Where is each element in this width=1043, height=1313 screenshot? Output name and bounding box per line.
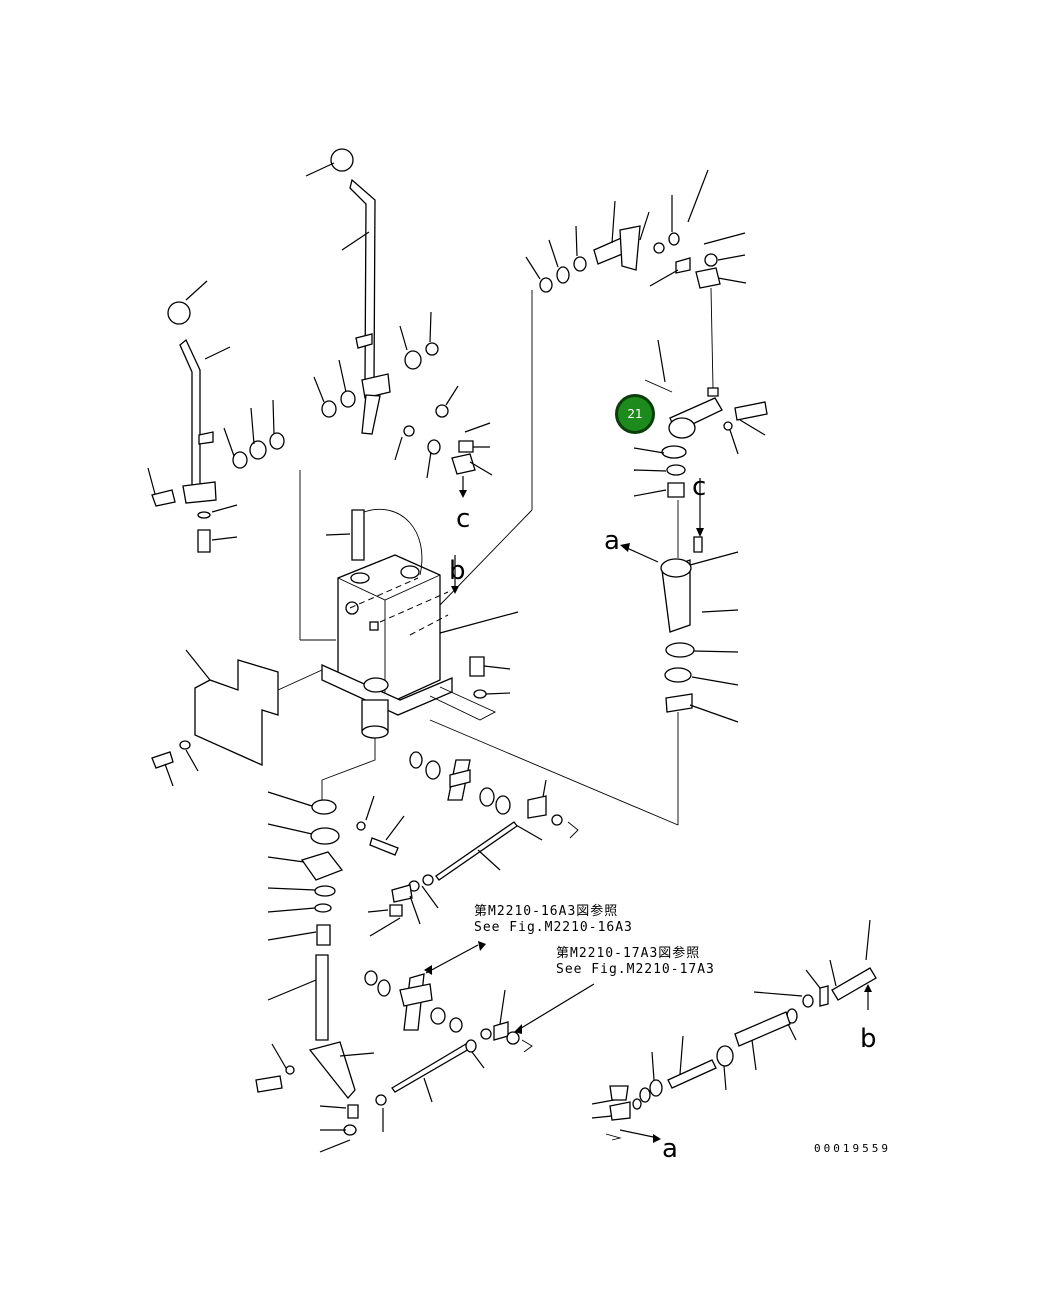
lower-right-cylinder — [591, 919, 877, 1143]
fig-reference-2-en: See Fig.M2210-17A3 — [556, 962, 715, 977]
arrow-label-b-box: b — [449, 556, 466, 586]
upper-right-shaft — [525, 169, 747, 389]
fig-reference-1-jp: 第M2210-16A3図参照 — [474, 904, 619, 919]
left-shift-lever — [147, 280, 285, 553]
middle-shift-lever — [305, 148, 493, 498]
arrow-label-a-lower: a — [662, 1134, 678, 1164]
callout-21[interactable]: 21 — [615, 394, 655, 434]
document-number: 00019559 — [814, 1142, 891, 1155]
fig-reference-2-jp: 第M2210-17A3図参照 — [556, 946, 701, 961]
fig-reference-1-en: See Fig.M2210-16A3 — [474, 920, 633, 935]
cover-plate — [151, 649, 323, 787]
control-bracket — [299, 290, 679, 826]
right-lever-assembly — [620, 339, 768, 825]
arrow-label-b-lower: b — [860, 1024, 877, 1054]
lower-left-shaft — [255, 738, 405, 1153]
middle-linkage — [367, 751, 579, 937]
arrow-label-a-upper: a — [604, 526, 620, 556]
lower-middle-linkage — [364, 941, 595, 1132]
arrow-label-c-right: c — [692, 472, 707, 502]
arrow-label-c-left: c — [456, 504, 471, 534]
